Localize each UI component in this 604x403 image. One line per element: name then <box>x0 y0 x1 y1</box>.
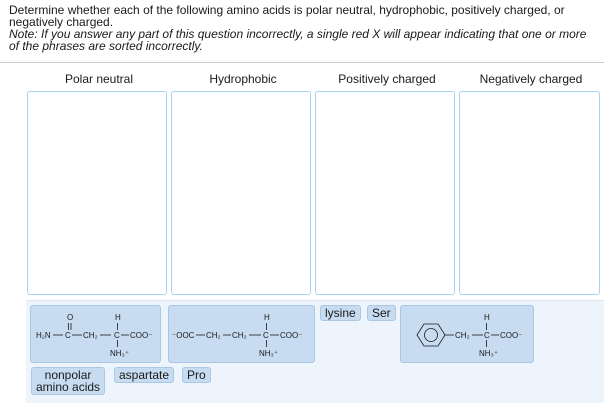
group-h2n: H₂N <box>36 331 51 340</box>
chip-pro[interactable]: Pro <box>182 367 211 383</box>
group-ch2: CH₂ <box>455 331 470 340</box>
group-ch2-a: CH₂ <box>206 331 221 340</box>
structure-tile-aromatic[interactable]: CH₂ H C COO⁻ NH₃⁺ <box>400 305 534 363</box>
structure-drawing-amide: O H H₂N C CH₂ C COO⁻ NH₃⁺ <box>36 313 152 358</box>
group-nh3: NH₃⁺ <box>259 349 278 358</box>
question-prompt: Determine whether each of the following … <box>9 4 599 52</box>
structure-drawing-aromatic: CH₂ H C COO⁻ NH₃⁺ <box>416 313 522 358</box>
group-ch2-b: CH₂ <box>232 331 247 340</box>
group-ch2: CH₂ <box>83 331 98 340</box>
structure-drawing-dicarboxylate: H ⁻OOC CH₂ CH₂ C COO⁻ NH₃⁺ <box>172 313 302 358</box>
bin-negatively-charged[interactable] <box>459 91 600 295</box>
bin-header-negatively-charged: Negatively charged <box>479 72 583 86</box>
bin-polar-neutral[interactable] <box>27 91 167 295</box>
atom-hydrogen: H <box>484 313 490 322</box>
chip-lysine[interactable]: lysine <box>320 305 361 321</box>
chip-nonpolar-line2: amino acids <box>36 380 101 394</box>
group-ooc: ⁻OOC <box>172 331 195 340</box>
structure-tile-dicarboxylate[interactable]: H ⁻OOC CH₂ CH₂ C COO⁻ NH₃⁺ <box>168 305 315 363</box>
bin-positively-charged[interactable] <box>315 91 455 295</box>
atom-carbon: C <box>484 331 490 340</box>
chip-nonpolar-amino-acids[interactable]: nonpolar amino acids <box>31 367 106 395</box>
bin-header-hydrophobic: Hydrophobic <box>209 72 277 86</box>
atom-carbon: C <box>263 331 269 340</box>
atom-hydrogen: H <box>264 313 270 322</box>
atom-carbon-2: C <box>114 331 120 340</box>
atom-oxygen: O <box>67 313 73 322</box>
bin-header-polar-neutral: Polar neutral <box>64 72 134 86</box>
benzene-ring-icon <box>416 323 446 347</box>
chip-aspartate[interactable]: aspartate <box>114 367 175 383</box>
group-coo: COO⁻ <box>130 331 152 340</box>
group-coo: COO⁻ <box>280 331 302 340</box>
atom-carbon-1: C <box>65 331 71 340</box>
group-nh3: NH₃⁺ <box>110 349 129 358</box>
chip-nonpolar-line1: nonpolar <box>44 368 92 382</box>
atom-hydrogen: H <box>115 313 121 322</box>
question-note: Note: If you answer any part of this que… <box>9 27 587 53</box>
group-coo: COO⁻ <box>500 331 522 340</box>
structure-tile-amide[interactable]: O H H₂N C CH₂ C COO⁻ NH₃⁺ <box>30 305 161 363</box>
bin-hydrophobic[interactable] <box>171 91 311 295</box>
divider <box>0 62 604 63</box>
group-nh3: NH₃⁺ <box>479 349 498 358</box>
chip-ser[interactable]: Ser <box>367 305 396 321</box>
question-text: Determine whether each of the following … <box>9 3 565 29</box>
bin-header-positively-charged: Positively charged <box>338 72 436 86</box>
